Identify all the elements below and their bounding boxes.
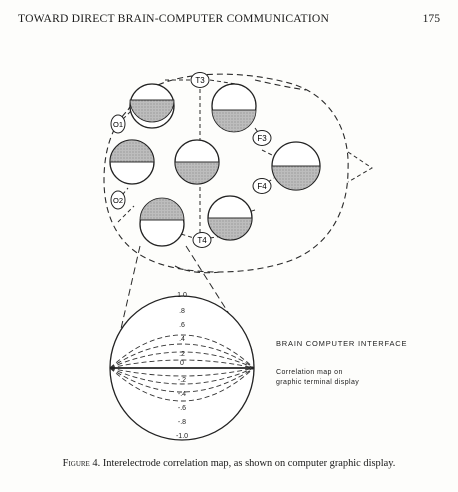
figure-caption: Figure 4. Interelectrode correlation map… — [0, 458, 458, 469]
svg-text:-1.0: -1.0 — [176, 433, 188, 440]
svg-text:O1: O1 — [113, 120, 123, 129]
page-number: 175 — [422, 12, 440, 25]
svg-text:F4: F4 — [257, 182, 267, 191]
svg-text:T4: T4 — [197, 236, 207, 245]
svg-text:-.8: -.8 — [178, 419, 186, 426]
svg-text:0: 0 — [180, 360, 184, 367]
electrode-label-t4: T4 — [192, 232, 212, 248]
electrode-sphere — [211, 83, 257, 133]
svg-text:F3: F3 — [257, 134, 267, 143]
figure-4: T3 O1 F3 O2 F4 T4 — [0, 40, 458, 460]
interface-label: BRAIN COMPUTER INTERFACE — [276, 339, 407, 348]
svg-text:.4: .4 — [179, 336, 185, 343]
electrode-label-t3: T3 — [190, 72, 210, 88]
svg-text:T3: T3 — [195, 76, 205, 85]
caption-text: Interelectrode correlation map, as shown… — [102, 458, 396, 469]
electrode-label-o2: O2 — [110, 190, 126, 210]
figure-label: Figure 4. — [62, 458, 101, 469]
figure-illustration: T3 O1 F3 O2 F4 T4 — [103, 72, 407, 441]
running-title: TOWARD DIRECT BRAIN-COMPUTER COMMUNICATI… — [18, 12, 330, 25]
running-head: TOWARD DIRECT BRAIN-COMPUTER COMMUNICATI… — [18, 12, 440, 28]
svg-text:.6: .6 — [179, 322, 185, 329]
electrode-sphere — [174, 139, 220, 185]
svg-text:-.2: -.2 — [178, 377, 186, 384]
electrode-label-o1: O1 — [110, 114, 126, 134]
svg-text:-.4: -.4 — [178, 391, 186, 398]
electrode-label-f3: F3 — [252, 130, 272, 146]
display-note-line2: graphic terminal display — [276, 379, 359, 386]
nose-outline — [347, 151, 373, 183]
electrode-sphere — [109, 139, 155, 185]
electrode-sphere — [129, 83, 175, 129]
electrode-sphere — [139, 197, 185, 247]
display-note-line1: Correlation map on — [276, 369, 343, 376]
svg-text:1.0: 1.0 — [177, 292, 187, 299]
svg-text:-.6: -.6 — [178, 405, 186, 412]
svg-text:.2: .2 — [179, 351, 185, 358]
correlation-sphere — [109, 295, 255, 441]
electrode-label-f4: F4 — [252, 178, 272, 194]
head-outline — [103, 73, 349, 274]
correlation-scale: 1.0 .8 .6 .4 .2 0 -.2 -.4 -.6 -.8 -1.0 — [176, 292, 188, 440]
electrode-sphere — [271, 141, 321, 191]
svg-text:O2: O2 — [113, 196, 123, 205]
electrode-sphere — [207, 195, 253, 241]
svg-text:.8: .8 — [179, 308, 185, 315]
